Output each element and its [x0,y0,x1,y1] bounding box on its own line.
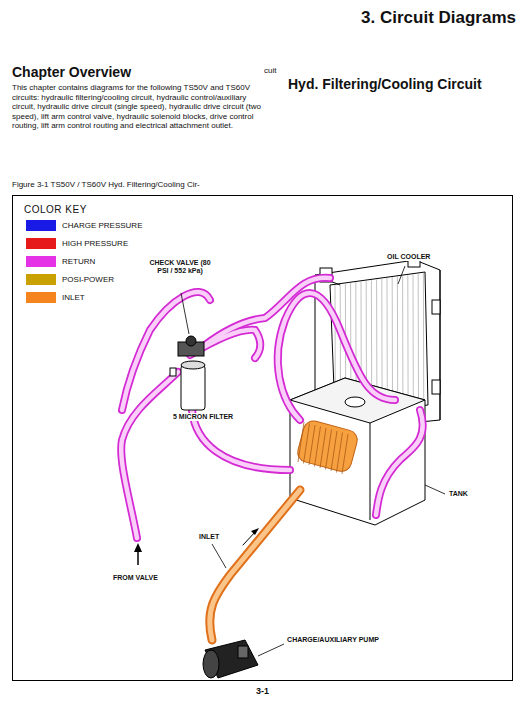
filter-and-check-valve [170,336,205,410]
legend-swatch [26,274,56,285]
page-number: 3-1 [256,686,269,696]
heading-fragment: cuit [264,66,276,75]
return-pipes [121,278,423,538]
part-label: CHARGE/AUXILIARY PUMP [286,636,380,644]
legend-heading: COLOR KEY [24,204,87,216]
charge-auxiliary-pump [203,640,258,678]
figure-frame [13,196,513,681]
overview-text: This chapter contains diagrams for the f… [12,83,264,131]
legend-text: HIGH PRESSURE [62,239,128,248]
legend-text: INLET [62,293,85,302]
part-label: 5 MICRON FILTER [172,413,234,421]
tank [290,378,425,525]
inlet-pipe [210,490,300,640]
from-valve-arrow [134,543,142,552]
part-label: CHECK VALVE (80 PSI / 552 kPa) [146,259,214,275]
legend-swatch [26,292,56,303]
legend-text: CHARGE PRESSURE [62,221,142,230]
part-label: OIL COOLER [386,253,431,261]
legend-text: RETURN [62,257,95,266]
legend-text: POSI-POWER [62,275,114,284]
legend-swatch [26,256,56,267]
section-heading: Hyd. Filtering/Cooling Circuit [288,76,482,92]
page-title: 3. Circuit Diagrams [361,8,516,28]
legend-swatch [26,220,56,231]
figure-caption: Figure 3-1 TS50V / TS60V Hyd. Filtering/… [12,180,200,189]
legend-swatch [26,238,56,249]
leader-lines [138,266,445,656]
part-label: FROM VALVE [112,574,159,582]
part-label: INLET [198,533,220,541]
part-label: TANK [448,490,469,498]
section-heading: Chapter Overview [12,64,131,80]
